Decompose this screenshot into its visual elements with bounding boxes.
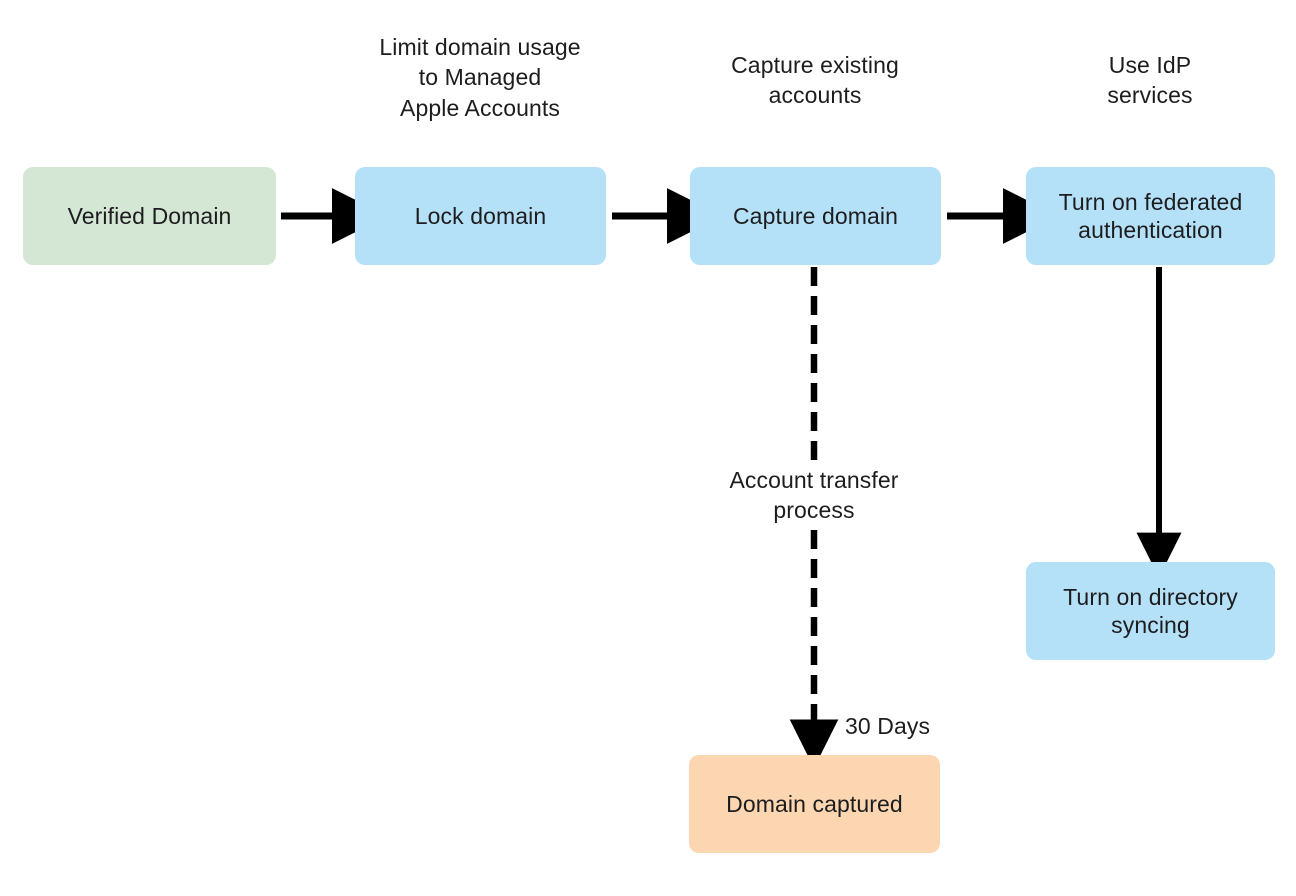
caption-federated-auth: Use IdP services: [1107, 52, 1193, 109]
node-verified-domain[interactable]: Verified Domain: [23, 167, 276, 265]
node-domain-captured[interactable]: Domain captured: [689, 755, 940, 853]
node-directory-syncing[interactable]: Turn on directory syncing: [1026, 562, 1275, 660]
node-capture-domain[interactable]: Capture domain: [690, 167, 941, 265]
node-federated-authentication[interactable]: Turn on federated authentication: [1026, 167, 1275, 265]
edge-label-account-transfer-process: Account transfer process: [729, 467, 899, 524]
node-lock-domain[interactable]: Lock domain: [355, 167, 606, 265]
caption-capture-domain: Capture existing accounts: [731, 52, 899, 109]
edge-label-30-days: 30 Days: [845, 713, 931, 739]
caption-lock-domain: Limit domain usage to Managed Apple Acco…: [379, 34, 581, 121]
